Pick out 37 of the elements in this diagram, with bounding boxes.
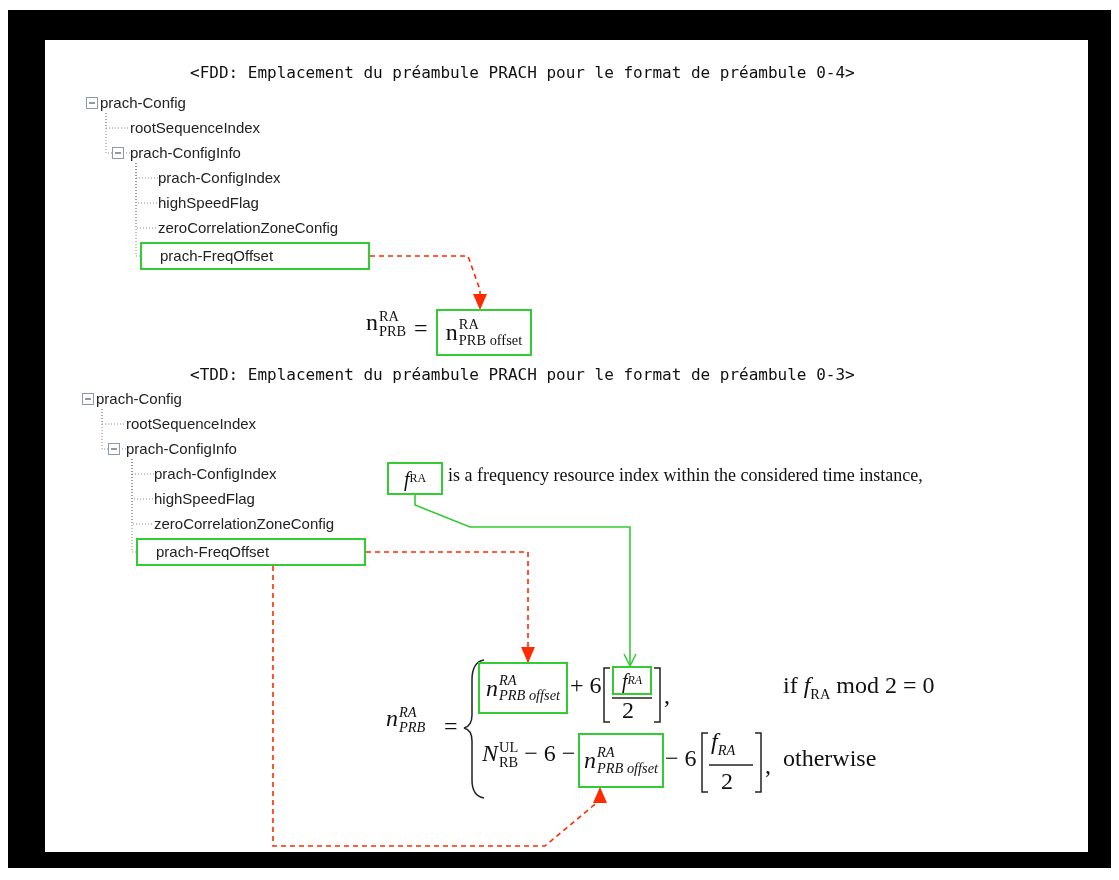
tree-item: prach-Config — [96, 389, 182, 409]
tree-line — [105, 112, 131, 154]
condition-text: otherwise — [783, 745, 877, 772]
formula-term: + 6 — [570, 672, 602, 699]
description-text: is a frequency resource index within the considered time instance, — [448, 466, 923, 486]
highlighted-tree-item: prach-FreqOffset — [136, 538, 366, 566]
denominator: 2 — [622, 697, 634, 724]
heading: <FDD: Emplacement du préambule PRACH pour le format de préambule 0-4> — [190, 63, 855, 82]
comma: , — [765, 752, 771, 779]
formula-term: N$^{UL}$$_{RB}$ − 6 − — [482, 740, 576, 771]
tree-item: prach-ConfigInfo — [126, 439, 237, 459]
denominator: 2 — [721, 768, 733, 795]
tree-item: highSpeedFlag — [154, 489, 255, 509]
tree-item: rootSequenceIndex — [126, 414, 257, 434]
tree-item: rootSequenceIndex — [130, 118, 261, 138]
comma: , — [664, 682, 670, 709]
numerator: f$_{RA}$ — [711, 728, 736, 759]
highlighted-tree-item: prach-FreqOffset — [140, 242, 370, 270]
equals-sign: = — [444, 713, 458, 740]
equals-sign: = — [414, 315, 428, 342]
tree-line — [101, 408, 127, 450]
arrow — [369, 255, 487, 310]
arrow — [365, 551, 535, 663]
heading: <TDD: Emplacement du préambule PRACH pour le format de préambule 0-3> — [190, 365, 855, 384]
tree-item: zeroCorrelationZoneConfig — [158, 218, 339, 238]
formula-term: − 6 — [665, 745, 697, 772]
tree-item: zeroCorrelationZoneConfig — [154, 514, 335, 534]
tree-item: prach-ConfigIndex — [158, 168, 281, 188]
tree-item: highSpeedFlag — [158, 193, 259, 213]
arrow — [414, 494, 637, 667]
tree-item: prach-ConfigInfo — [130, 143, 241, 163]
tree-item: prach-ConfigIndex — [154, 464, 277, 484]
arrow — [272, 565, 607, 847]
tree-item: prach-Config — [100, 93, 186, 113]
tree-line — [135, 162, 141, 257]
tree-line — [131, 458, 137, 553]
condition-text: if f$_{RA}$ mod 2 = 0 — [783, 672, 935, 703]
